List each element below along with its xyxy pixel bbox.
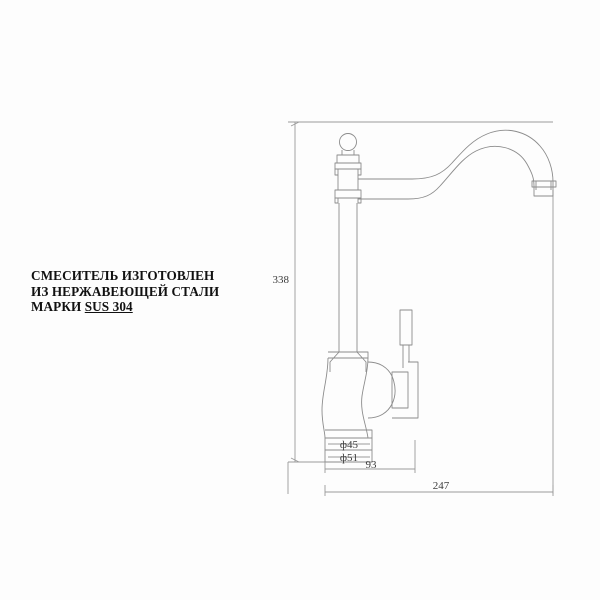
material-note-prefix: МАРКИ: [31, 299, 85, 314]
finial-ball: [339, 133, 357, 151]
material-grade: SUS 304: [84, 299, 133, 314]
dimension-label-total-reach: 247: [433, 480, 450, 492]
collar-notch-left: [334, 168, 339, 176]
material-note: СМЕСИТЕЛЬ ИЗГОТОВЛЕН ИЗ НЕРЖАВЕЮЩЕЙ СТАЛ…: [31, 268, 251, 315]
collar-notch-right: [357, 168, 362, 176]
column-mid-ring: [334, 189, 362, 199]
column-cap-ring: [334, 162, 362, 170]
spout-outlet-ring: [535, 181, 552, 190]
spout-upper-edge: [358, 129, 554, 183]
body-shoulder-ring: [328, 351, 369, 359]
spout-lower-edge: [358, 146, 535, 200]
body-left-profile: [321, 357, 329, 439]
handle-body-right: [408, 361, 419, 419]
faucet-outline: [321, 129, 557, 463]
dimension-ticks-height: [290, 121, 300, 463]
handle-cap: [391, 371, 409, 409]
column-mid-notch-left: [334, 197, 339, 204]
base-block: [324, 437, 373, 463]
material-note-line-3: МАРКИ SUS 304: [31, 299, 251, 315]
material-note-line-2: ИЗ НЕРЖАВЕЮЩЕЙ СТАЛИ: [31, 283, 220, 299]
dimension-label-base-width: 93: [366, 459, 378, 471]
dimension-label-height: 338: [273, 274, 290, 286]
column-mid-notch-right: [357, 197, 362, 204]
spout-outlet-flange: [531, 180, 557, 188]
material-note-line-1: СМЕСИТЕЛЬ ИЗГОТОВЛЕН: [31, 268, 215, 283]
base-upper-collar: [325, 429, 373, 439]
dimension-frame: [287, 121, 554, 494]
body-shoulder: [329, 351, 367, 372]
base-dimension-lines: [324, 440, 554, 496]
dimension-label-dia-upper: ф45: [340, 439, 359, 451]
column-cap: [336, 154, 360, 164]
column-shaft-upper: [337, 175, 359, 191]
spout-outlet: [533, 182, 554, 197]
handle-hub: [367, 361, 396, 419]
body-right-profile: [361, 357, 369, 439]
handle-lever: [399, 309, 413, 346]
handle-stem: [402, 345, 410, 368]
dimension-label-dia-lower: ф51: [340, 452, 358, 464]
column-riser: [338, 203, 358, 352]
